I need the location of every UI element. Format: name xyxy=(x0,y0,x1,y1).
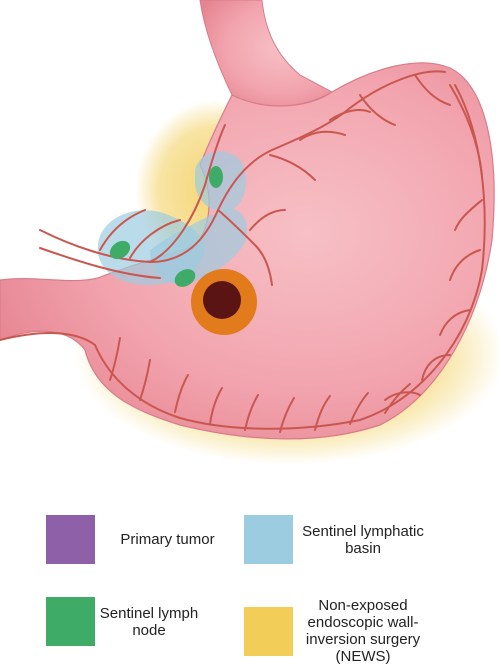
legend-label: Non-exposed endoscopic wall-inversion su… xyxy=(299,597,427,665)
legend: Primary tumor Sentinel lymphatic basin S… xyxy=(0,490,498,663)
legend-item-sentinel-lymph-node: Sentinel lymph node xyxy=(46,597,199,646)
primary-tumor-swatch xyxy=(46,515,95,564)
legend-item-news: Non-exposed endoscopic wall-inversion su… xyxy=(244,597,427,665)
legend-item-sentinel-lymphatic-basin: Sentinel lymphatic basin xyxy=(244,515,427,564)
primary-tumor xyxy=(191,269,257,335)
legend-label: Primary tumor xyxy=(100,531,235,548)
sentinel-lymph-node xyxy=(209,166,223,188)
stomach xyxy=(0,63,494,439)
legend-label: Sentinel lymph node xyxy=(99,605,199,639)
legend-label: Sentinel lymphatic basin xyxy=(299,523,427,557)
esophagus xyxy=(200,0,332,106)
legend-item-primary-tumor: Primary tumor xyxy=(46,515,235,564)
sentinel-lymph-node-swatch xyxy=(46,597,95,646)
sentinel-lymphatic-basin-swatch xyxy=(244,515,293,564)
news-swatch xyxy=(244,607,293,656)
stomach-illustration xyxy=(0,0,498,490)
